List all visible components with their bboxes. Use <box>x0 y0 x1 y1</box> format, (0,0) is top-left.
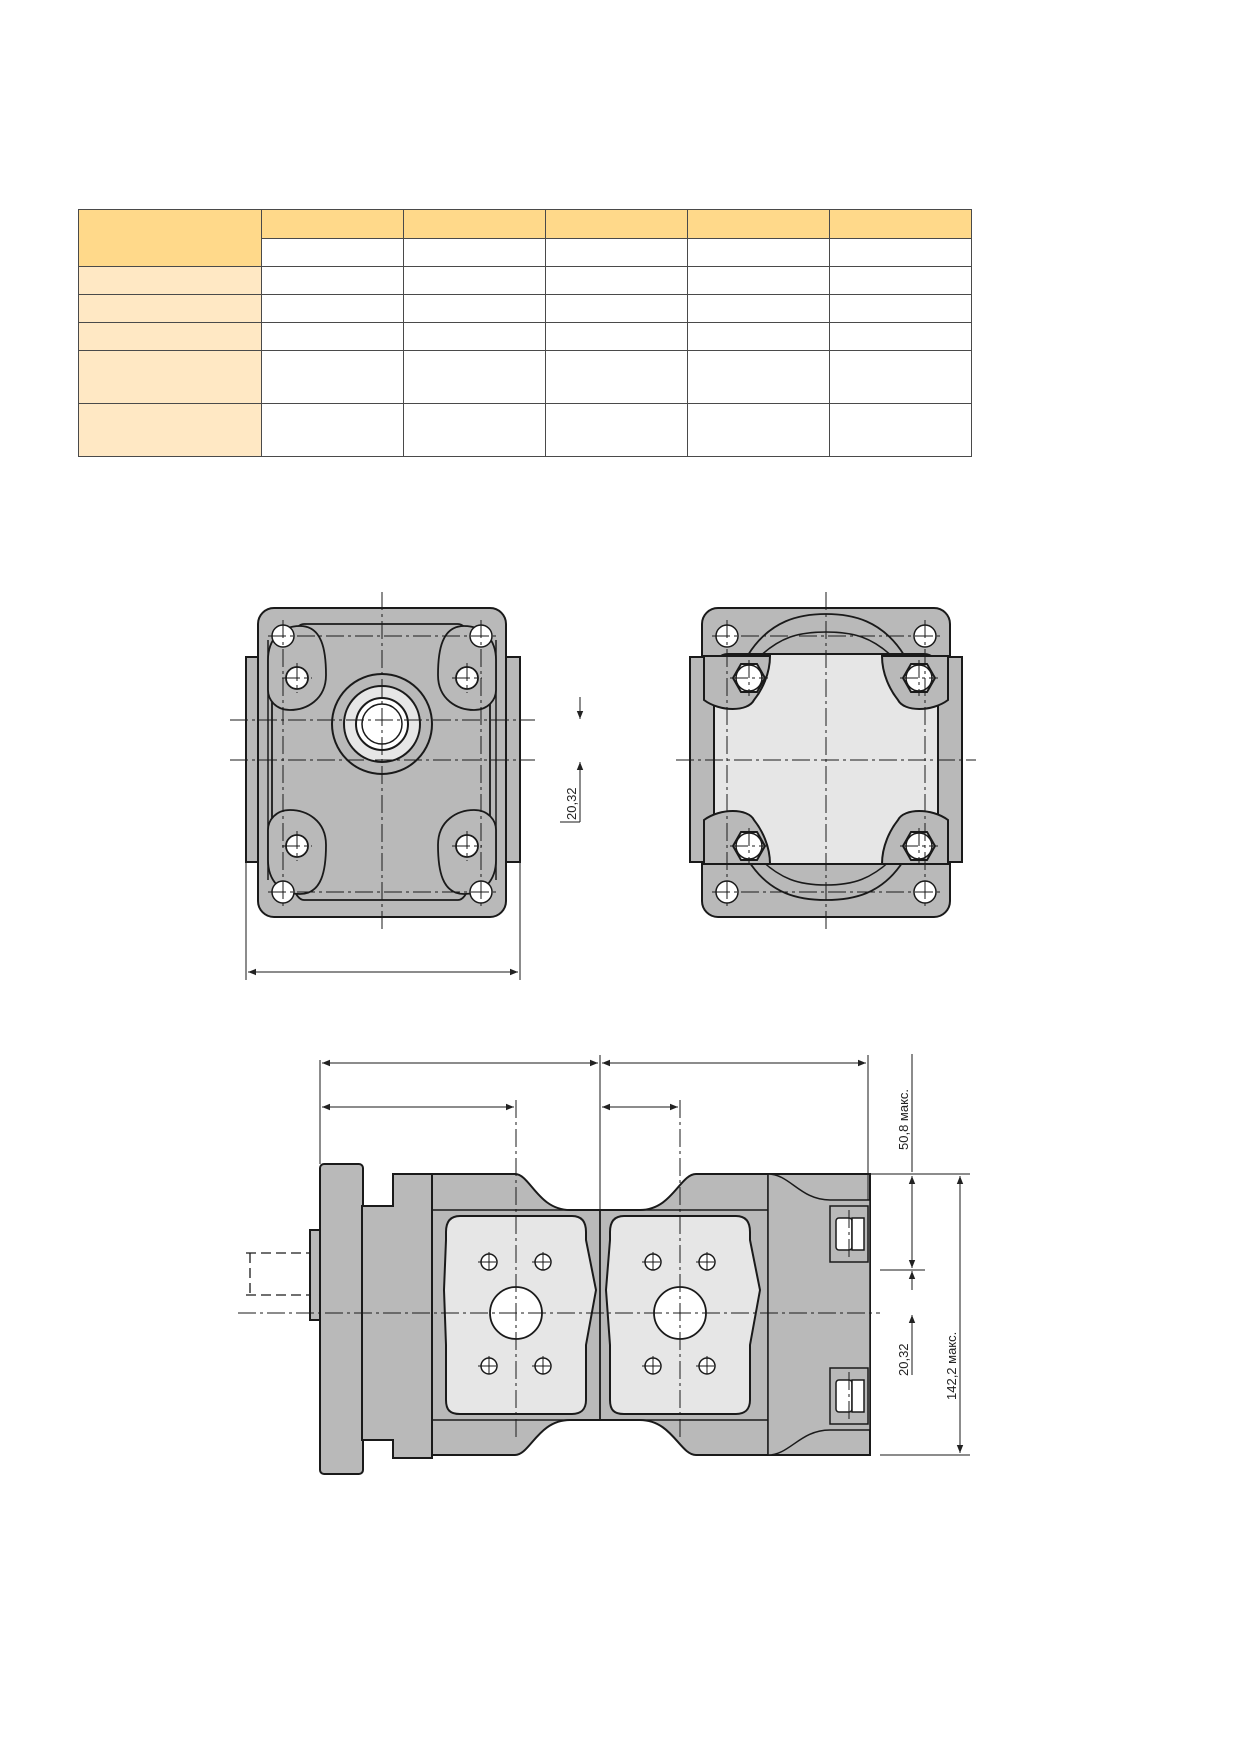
side-offset-dimension: 20,32 <box>896 1343 911 1376</box>
table-row <box>78 266 972 295</box>
side-center-lines <box>238 1100 880 1440</box>
table-row-label <box>78 350 262 404</box>
side-top-max-dimension: 50,8 макс. <box>896 1089 911 1150</box>
table-cell <box>687 294 830 323</box>
table-cell <box>687 322 830 351</box>
table-subheader-cell <box>545 238 688 267</box>
table-row <box>78 294 972 323</box>
front-center-lines <box>230 592 535 930</box>
table-row <box>78 322 972 351</box>
table-cell <box>403 294 546 323</box>
table-cell <box>687 350 830 404</box>
table-subheader-cell <box>261 238 404 267</box>
front-offset-dimension: 20,32 <box>564 787 579 820</box>
table-cell <box>261 350 404 404</box>
table-cell <box>403 322 546 351</box>
table-cell <box>545 350 688 404</box>
side-overall-max-dimension: 142,2 макс. <box>944 1332 959 1400</box>
table-cell <box>545 266 688 295</box>
table-cell <box>687 266 830 295</box>
table-row <box>78 350 972 404</box>
table-cell <box>261 322 404 351</box>
table-row-label <box>78 403 262 457</box>
table-cell <box>261 294 404 323</box>
table-subheader-cell <box>829 238 972 267</box>
table-cell <box>829 322 972 351</box>
front-view <box>245 607 521 918</box>
table-cell <box>261 266 404 295</box>
table-cell <box>829 294 972 323</box>
table-header-cell <box>687 209 830 239</box>
spec-table <box>78 209 972 457</box>
table-row <box>78 403 972 457</box>
table-subheader-cell <box>687 238 830 267</box>
table-row-label <box>78 294 262 323</box>
front-dimensions <box>245 697 584 980</box>
table-subheader-cell <box>403 238 546 267</box>
table-header-cell <box>403 209 546 239</box>
table-cell <box>829 350 972 404</box>
rear-center-lines <box>676 592 976 930</box>
table-cell <box>261 403 404 457</box>
table-cell <box>829 403 972 457</box>
side-view <box>246 1163 871 1475</box>
side-shaft <box>246 1252 310 1296</box>
table-row-label <box>78 266 262 295</box>
table-header-cell <box>829 209 972 239</box>
table-cell <box>403 403 546 457</box>
side-dimensions <box>319 1054 970 1456</box>
table-header-cell <box>545 209 688 239</box>
table-row-label <box>78 322 262 351</box>
table-cell <box>545 403 688 457</box>
table-cell <box>687 403 830 457</box>
side-mount-flange <box>319 1163 364 1475</box>
table-cell <box>545 294 688 323</box>
